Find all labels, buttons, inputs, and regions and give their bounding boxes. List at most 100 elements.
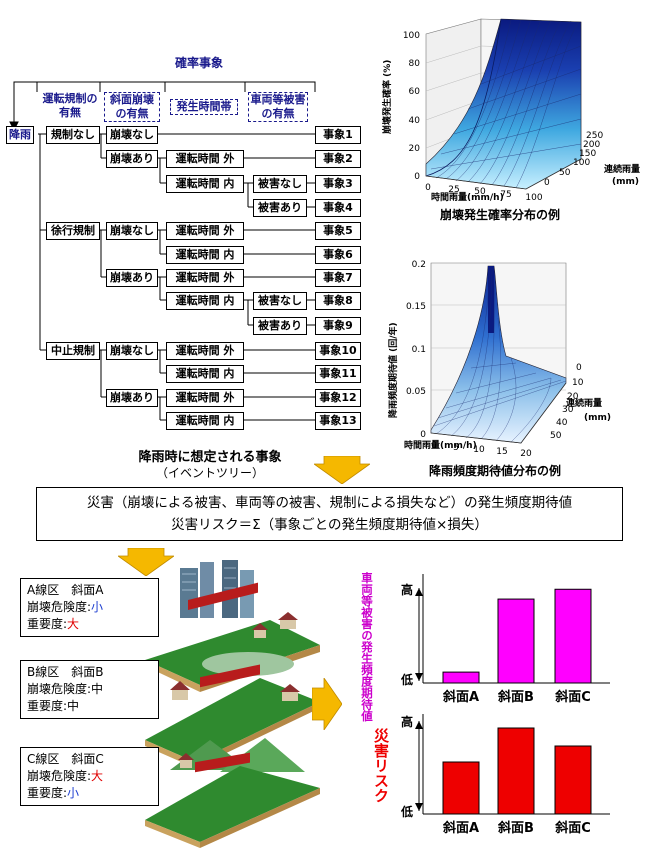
event-box: 事象1 xyxy=(315,126,361,144)
time-out: 運転時間 外 xyxy=(166,150,244,168)
x-tick: 75 xyxy=(500,190,511,200)
event-box: 事象11 xyxy=(315,365,361,383)
train-icon xyxy=(188,582,258,611)
x-tick: 20 xyxy=(520,449,532,458)
event-box: 事象10 xyxy=(315,342,361,360)
slope-c-info: C線区 斜面C 崩壊危険度:大 重要度:小 xyxy=(20,747,159,806)
danger-label: 崩壊危険度: xyxy=(27,769,92,783)
down-arrow-icon xyxy=(314,456,370,484)
z-tick: 100 xyxy=(403,31,420,41)
category-label: 斜面B xyxy=(497,689,534,705)
train-icon xyxy=(200,664,260,688)
z-tick: 0.1 xyxy=(412,345,426,355)
category-label: 斜面B xyxy=(497,820,534,836)
time-out: 運転時間 外 xyxy=(166,342,244,360)
y-low-label: 低 xyxy=(400,672,413,687)
collapse-yes: 崩壊あり xyxy=(106,150,158,168)
x-tick: 5 xyxy=(453,443,459,453)
slope-a-importance: 大 xyxy=(67,617,80,631)
category-label: 斜面C xyxy=(554,689,591,705)
z-tick: 0 xyxy=(414,172,420,182)
danger-label: 崩壊危険度: xyxy=(27,682,92,696)
y-axis-label-top: 連続雨量 xyxy=(604,163,640,175)
header-slope: 斜面崩壊の有無 xyxy=(104,92,160,122)
z-ticks-bottom: 0.2 0.15 0.1 0.05 0 xyxy=(406,260,426,440)
collapse-none: 崩壊なし xyxy=(106,222,158,240)
mountain-icon xyxy=(202,652,294,676)
y-axis-unit-bottom: (mm) xyxy=(584,413,611,423)
collapse-none: 崩壊なし xyxy=(106,126,158,144)
header-vehicle: 車両等被害の有無 xyxy=(248,92,308,122)
header-time: 発生時間帯 xyxy=(170,99,238,115)
z-axis-label-top: 崩壊発生確率 (%) xyxy=(381,60,393,134)
root-rain: 降雨 xyxy=(6,126,34,144)
y-high-label: 高 xyxy=(401,714,413,729)
event-box: 事象4 xyxy=(315,199,361,217)
slope-a-danger: 小 xyxy=(91,600,104,614)
event-box: 事象7 xyxy=(315,269,361,287)
slope-c-danger: 大 xyxy=(91,769,104,783)
importance-label: 重要度: xyxy=(27,786,68,800)
surface-plot-bottom: 0.2 0.15 0.1 0.05 0 0 5 10 15 20 0 10 20… xyxy=(387,260,611,458)
damage-yes: 被害あり xyxy=(253,317,307,335)
event-box: 事象13 xyxy=(315,412,361,430)
summary-line2: 災害リスク＝Σ（事象ごとの発生頻度期待値×損失） xyxy=(171,517,488,533)
time-in: 運転時間 内 xyxy=(166,365,244,383)
event-tree-caption-sub: （イベントツリー） xyxy=(155,466,264,480)
plot-top-caption: 崩壊発生確率分布の例 xyxy=(439,208,560,222)
regulation-slow: 徐行規制 xyxy=(46,222,100,240)
z-tick: 0.15 xyxy=(406,302,426,312)
house-icon xyxy=(170,681,300,701)
down-arrow-icon xyxy=(118,548,174,576)
z-tick: 40 xyxy=(409,116,421,126)
plot-bottom-caption: 降雨頻度期待値分布の例 xyxy=(428,464,561,478)
x-tick: 0 xyxy=(425,183,431,193)
importance-label: 重要度: xyxy=(27,699,68,713)
x-tick: 100 xyxy=(525,193,542,203)
event-box: 事象8 xyxy=(315,292,361,310)
right-arrow-icon xyxy=(312,678,342,730)
y-tick: 50 xyxy=(550,431,562,441)
regulation-none: 規制なし xyxy=(46,126,100,144)
x-tick: 0 xyxy=(431,441,437,451)
y-tick: 40 xyxy=(556,418,568,428)
y-axis-unit-top: (mm) xyxy=(612,177,639,187)
slope-c-name: C線区 斜面C xyxy=(27,752,104,766)
house-icon xyxy=(252,612,298,638)
x-tick: 25 xyxy=(448,185,459,195)
slope-c-importance: 小 xyxy=(67,786,80,800)
house-icon xyxy=(178,753,194,768)
bar xyxy=(554,588,592,684)
time-in: 運転時間 内 xyxy=(166,412,244,430)
z-tick: 80 xyxy=(409,59,421,69)
collapse-yes: 崩壊あり xyxy=(106,389,158,407)
bar xyxy=(554,745,592,815)
x-tick: 50 xyxy=(474,187,486,197)
x-ticks-top: 0 25 50 75 100 xyxy=(425,183,543,203)
time-out: 運転時間 外 xyxy=(166,222,244,240)
y-tick: 30 xyxy=(562,405,574,415)
bar xyxy=(497,727,535,815)
slope-b-importance: 中 xyxy=(67,699,80,713)
damage-none: 被害なし xyxy=(253,292,307,310)
x-ticks-bottom: 0 5 10 15 20 xyxy=(431,441,532,458)
collapse-none: 崩壊なし xyxy=(106,342,158,360)
event-box: 事象5 xyxy=(315,222,361,240)
time-in: 運転時間 内 xyxy=(166,246,244,264)
category-label: 斜面C xyxy=(554,820,591,836)
time-in: 運転時間 内 xyxy=(166,175,244,193)
surface-plot-top: 100 80 60 40 20 0 0 25 50 75 100 250 200… xyxy=(381,18,640,203)
y-tick: 50 xyxy=(559,168,571,178)
event-box: 事象3 xyxy=(315,175,361,193)
slope-b-name: B線区 斜面B xyxy=(27,665,104,679)
y-high-label: 高 xyxy=(401,582,413,597)
time-in: 運転時間 内 xyxy=(166,292,244,310)
chart-ylabel: 災害リスク xyxy=(372,728,390,803)
time-out: 運転時間 外 xyxy=(166,269,244,287)
z-tick: 0.2 xyxy=(412,260,426,270)
damage-yes: 被害あり xyxy=(253,199,307,217)
event-box: 事象2 xyxy=(315,150,361,168)
